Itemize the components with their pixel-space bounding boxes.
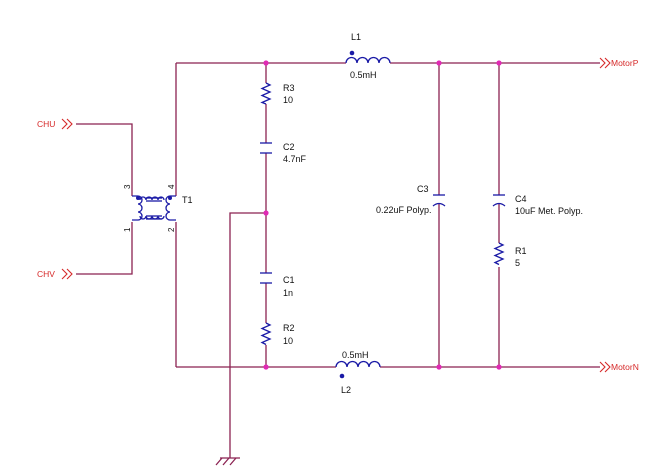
junction-dot <box>436 60 442 66</box>
capacitor-c2: C2 4.7nF <box>260 142 307 164</box>
r1-ref: R1 <box>515 246 527 256</box>
port-arrow-icon <box>61 118 73 130</box>
r3-value: 10 <box>283 95 293 105</box>
capacitor-icon <box>492 194 506 207</box>
port-chu-label: CHU <box>37 119 55 129</box>
ground-icon <box>215 457 240 466</box>
transformer-t1: T1 3 4 1 2 <box>123 184 193 232</box>
c3-value: 0.22uF Polyp. <box>376 205 432 215</box>
transformer-icon <box>132 195 176 221</box>
t1-pin4: 4 <box>167 184 176 189</box>
c2-value: 4.7nF <box>283 154 307 164</box>
wires <box>76 62 600 458</box>
l1-value: 0.5mH <box>350 70 377 80</box>
capacitor-icon <box>260 272 272 284</box>
port-arrow-icon <box>599 361 611 373</box>
l1-ref: L1 <box>351 32 361 42</box>
t1-pin2: 2 <box>167 227 176 232</box>
junctions <box>263 60 502 370</box>
port-chv-label: CHV <box>37 269 55 279</box>
inductor-icon <box>345 56 391 64</box>
capacitor-c3: C3 0.22uF Polyp. <box>376 184 446 215</box>
port-arrow-icon <box>61 268 73 280</box>
port-chu: CHU <box>37 118 73 130</box>
port-arrow-icon <box>599 57 611 69</box>
r2-ref: R2 <box>283 323 295 333</box>
inductor-l1: L1 0.5mH <box>345 32 391 80</box>
port-motorn-label: MotorN <box>611 362 639 372</box>
resistor-r3: R3 10 <box>260 82 295 105</box>
capacitor-icon <box>432 194 446 207</box>
junction-dot <box>263 60 269 66</box>
l2-value: 0.5mH <box>342 350 369 360</box>
r3-ref: R3 <box>283 83 295 93</box>
r1-value: 5 <box>515 258 520 268</box>
c3-ref: C3 <box>417 184 429 194</box>
junction-dot <box>436 364 442 370</box>
c4-value: 10uF Met. Polyp. <box>515 206 583 216</box>
port-motorn: MotorN <box>599 361 639 373</box>
resistor-r1: R1 5 <box>493 242 527 268</box>
resistor-r2: R2 10 <box>260 322 295 346</box>
junction-dot <box>496 60 502 66</box>
port-motorp-label: MotorP <box>611 58 639 68</box>
c2-ref: C2 <box>283 142 295 152</box>
resistor-icon <box>260 82 272 105</box>
junction-dot <box>496 364 502 370</box>
c4-ref: C4 <box>515 194 527 204</box>
junction-dot <box>263 210 269 216</box>
capacitor-c4: C4 10uF Met. Polyp. <box>492 194 583 216</box>
capacitor-c1: C1 1n <box>260 272 295 298</box>
inductor-l2: 0.5mH L2 <box>335 350 381 395</box>
c1-value: 1n <box>283 288 293 298</box>
t1-pin1: 1 <box>123 227 132 232</box>
port-chv: CHV <box>37 268 73 280</box>
resistor-icon <box>260 322 272 346</box>
r2-value: 10 <box>283 336 293 346</box>
polarity-dot <box>349 50 355 56</box>
l2-ref: L2 <box>341 385 351 395</box>
capacitor-icon <box>260 142 272 154</box>
inductor-icon <box>335 360 381 368</box>
polarity-dot <box>339 373 345 379</box>
t1-ref: T1 <box>182 195 193 205</box>
c1-ref: C1 <box>283 275 295 285</box>
junction-dot <box>263 364 269 370</box>
port-motorp: MotorP <box>599 57 639 69</box>
t1-pin3: 3 <box>123 184 132 189</box>
resistor-icon <box>493 242 505 266</box>
